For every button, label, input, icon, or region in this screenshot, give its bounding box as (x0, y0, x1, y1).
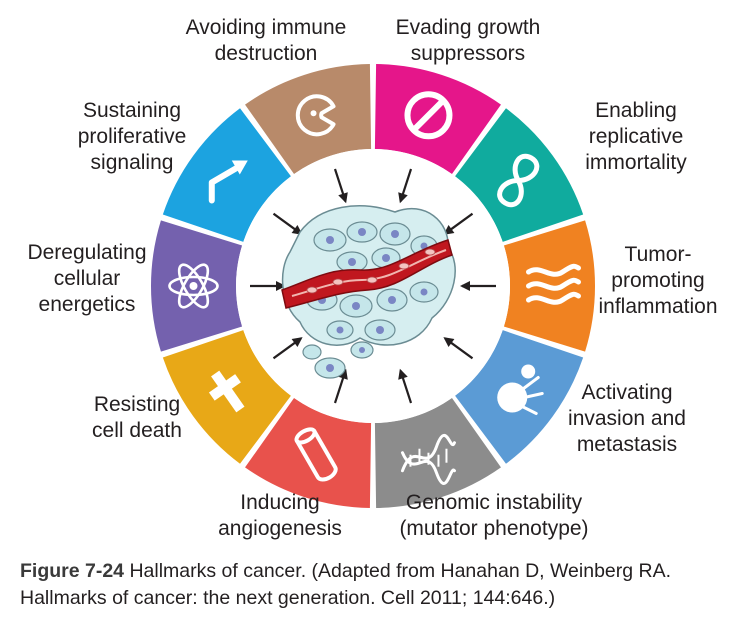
label-line: cellular (53, 267, 121, 290)
label-deregulating-cellular-energetics: Deregulating cellular energetics (12, 240, 162, 318)
figure-label: Figure 7-24 (20, 560, 125, 582)
label-line: (mutator phenotype) (399, 517, 589, 540)
label-line: Tumor- (624, 243, 692, 266)
label-avoiding-immune-destruction: Avoiding immune destruction (176, 15, 356, 67)
arrow-head (276, 281, 286, 291)
label-enabling-replicative-immortality: Enabling replicative immortality (556, 98, 716, 176)
label-line: Avoiding immune (185, 16, 347, 39)
flame-waves-icon (526, 263, 581, 305)
label-line: Activating (581, 381, 673, 404)
label-line: immortality (585, 151, 687, 174)
prohibited-icon (404, 91, 453, 140)
label-line: invasion and (568, 407, 686, 430)
arrow-head (460, 281, 470, 291)
arrow-head (338, 368, 348, 380)
dna-helix-icon (400, 433, 456, 485)
segment-immortal (455, 108, 584, 242)
arrow-head (338, 192, 348, 204)
label-line: suppressors (410, 42, 526, 65)
label-line: destruction (214, 42, 318, 65)
figure-caption: Figure 7-24 Hallmarks of cancer. (Adapte… (20, 558, 732, 612)
label-genomic-instability: Genomic instability (mutator phenotype) (382, 490, 606, 542)
segment-genomic (374, 397, 501, 508)
label-line: Resisting (93, 393, 181, 416)
label-line: cell death (92, 419, 182, 442)
label-evading-growth-suppressors: Evading growth suppressors (378, 15, 558, 67)
label-sustaining-proliferative-signaling: Sustaining proliferative signaling (62, 98, 202, 176)
label-line: replicative (588, 125, 684, 148)
blood-vessel-icon (294, 427, 338, 482)
cross-icon (208, 370, 245, 413)
label-line: Sustaining (82, 99, 182, 122)
label-activating-invasion-metastasis: Activating invasion and metastasis (552, 380, 702, 458)
label-line: Deregulating (27, 241, 147, 264)
label-line: Genomic instability (405, 491, 583, 514)
tumor-illustration-icon (281, 205, 456, 379)
label-line: signaling (90, 151, 174, 174)
arrow-head (443, 337, 455, 348)
caption-text: Hallmarks of cancer. (Adapted from Hanah… (20, 560, 672, 609)
label-line: Inducing (240, 491, 320, 514)
segment-angio (245, 397, 372, 508)
arrow-head (398, 192, 408, 204)
label-line: Enabling (595, 99, 677, 122)
hallmarks-wheel (151, 64, 595, 508)
segment-growth (374, 64, 501, 175)
label-line: metastasis (576, 433, 678, 456)
arrow-head (291, 337, 303, 348)
label-line: angiogenesis (218, 517, 342, 540)
label-line: proliferative (77, 125, 187, 148)
label-inducing-angiogenesis: Inducing angiogenesis (205, 490, 355, 542)
atom-icon (168, 263, 219, 309)
label-line: promoting (611, 269, 705, 292)
label-resisting-cell-death: Resisting cell death (72, 392, 202, 444)
segment-icons (168, 91, 581, 485)
invading-cell-icon (497, 364, 544, 416)
label-line: energetics (38, 293, 136, 316)
segment-immune (245, 64, 372, 175)
pacman-cell-icon (295, 94, 336, 137)
infinity-icon (497, 153, 540, 208)
label-line: Evading growth (395, 16, 541, 39)
label-line: inflammation (598, 295, 718, 318)
label-tumor-promoting-inflammation: Tumor- promoting inflammation (588, 242, 728, 320)
arrow-head (398, 368, 408, 380)
signal-arrow-icon (208, 160, 248, 204)
